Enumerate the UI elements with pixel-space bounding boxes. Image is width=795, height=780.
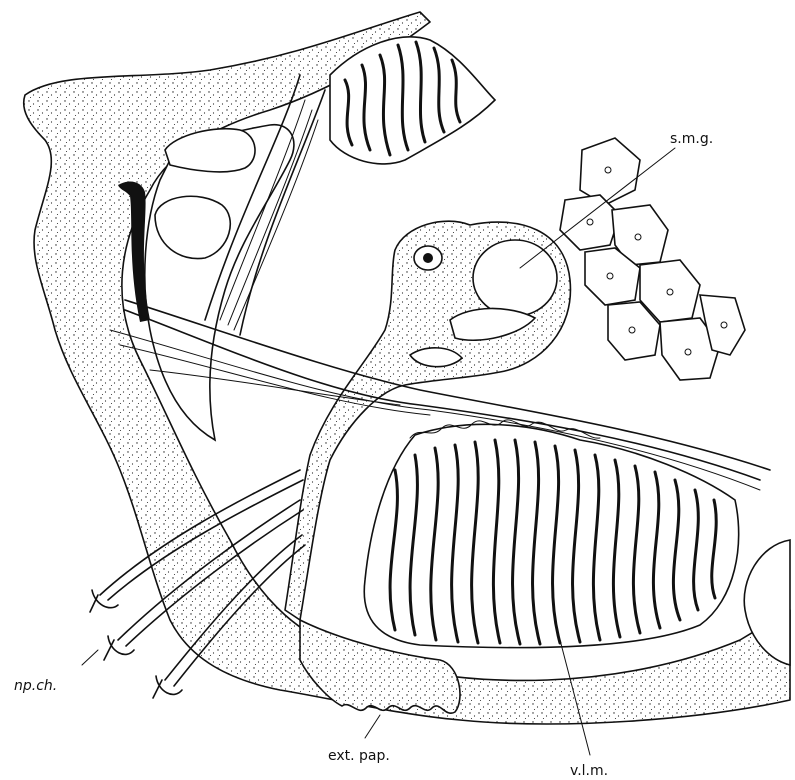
ganglion-cell-large <box>473 240 557 316</box>
label-extpap: ext. pap. <box>328 748 390 764</box>
upper-muscle-block <box>330 37 495 164</box>
npch-leader-line <box>82 650 98 665</box>
ganglion-nucleolus <box>423 253 433 263</box>
vlm-muscle-block <box>364 424 738 647</box>
label-vlm: v.l.m. <box>570 763 608 779</box>
label-smg: s.m.g. <box>670 131 713 147</box>
cell-column <box>560 138 745 380</box>
label-npch: np.ch. <box>14 678 57 694</box>
extpap-leader-line <box>365 715 380 738</box>
